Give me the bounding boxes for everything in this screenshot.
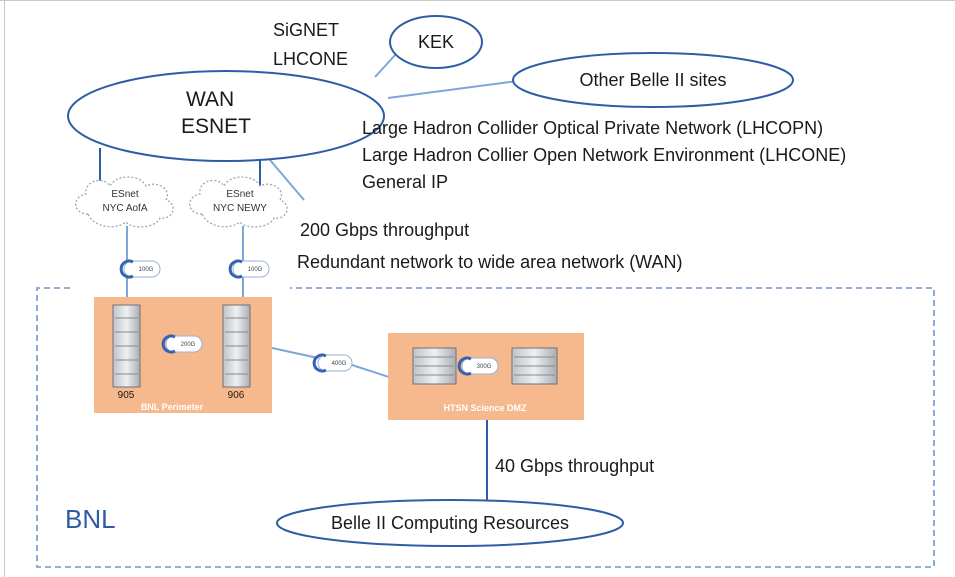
throughput-200-label: 200 Gbps throughput <box>300 220 469 240</box>
redundant-wan-label: Redundant network to wide area network (… <box>297 252 683 272</box>
rack-label-906: 906 <box>228 390 245 401</box>
network-item: Large Hadron Collider Optical Private Ne… <box>362 118 823 138</box>
link-badge-300g: 300G <box>457 356 499 376</box>
throughput-40-label: 40 Gbps throughput <box>495 456 654 476</box>
bnl-perimeter-box: 200G 905 906 BNL Perimeter <box>94 297 272 413</box>
link-label: 200G <box>181 342 196 348</box>
htsn-dmz-label: HTSN Science DMZ <box>443 403 527 413</box>
link-badge-right-100g: 100G <box>228 259 270 279</box>
lhcone-label: LHCONE <box>273 49 348 69</box>
htsn-science-dmz-box: 300G HTSN Science DMZ <box>388 333 584 420</box>
link-label: 300G <box>477 364 492 370</box>
link-label: 100G <box>248 267 263 273</box>
wan-label: WAN <box>186 88 234 111</box>
dmz-switch-right-icon <box>511 347 558 385</box>
router-905-icon <box>112 304 141 388</box>
esnet-aofa-cloud: ESnet NYC AofA <box>75 176 174 228</box>
bnl-perimeter-label: BNL Perimeter <box>141 402 204 412</box>
esnet-newy-cloud: ESnet NYC NEWY <box>189 176 288 228</box>
network-item: Large Hadron Collier Open Network Enviro… <box>362 145 846 165</box>
link-label: 400G <box>332 361 347 367</box>
other-sites-label: Other Belle II sites <box>579 70 726 90</box>
dmz-switch-left-icon <box>412 347 457 385</box>
kek-node <box>389 15 483 69</box>
network-item: General IP <box>362 172 448 192</box>
link-badge-400g: 400G <box>312 353 353 373</box>
cloud-aofa-line1: ESnet <box>111 189 138 200</box>
frame-left-line <box>4 0 5 577</box>
link-badge-200g: 200G <box>161 334 203 354</box>
rack-label-905: 905 <box>118 390 135 401</box>
belle-computing-resources-node <box>276 499 624 547</box>
wan-esnet-node <box>67 70 385 162</box>
cloud-newy-line1: ESnet <box>226 189 253 200</box>
bnl-boundary <box>36 287 935 568</box>
kek-label: KEK <box>418 32 454 52</box>
computing-resources-label: Belle II Computing Resources <box>331 513 569 533</box>
other-belle-sites-node <box>512 52 794 108</box>
connection-lines <box>126 52 526 379</box>
link-badge-left-100g: 100G <box>119 259 161 279</box>
cloud-newy-line2: NYC NEWY <box>213 203 267 214</box>
link-label: 100G <box>139 267 154 273</box>
signet-label: SiGNET <box>273 20 339 40</box>
frame-top-line <box>0 0 955 1</box>
router-906-icon <box>222 304 251 388</box>
bnl-label: BNL <box>65 504 116 534</box>
esnet-label: ESNET <box>181 115 251 138</box>
cloud-aofa-line2: NYC AofA <box>102 203 147 214</box>
